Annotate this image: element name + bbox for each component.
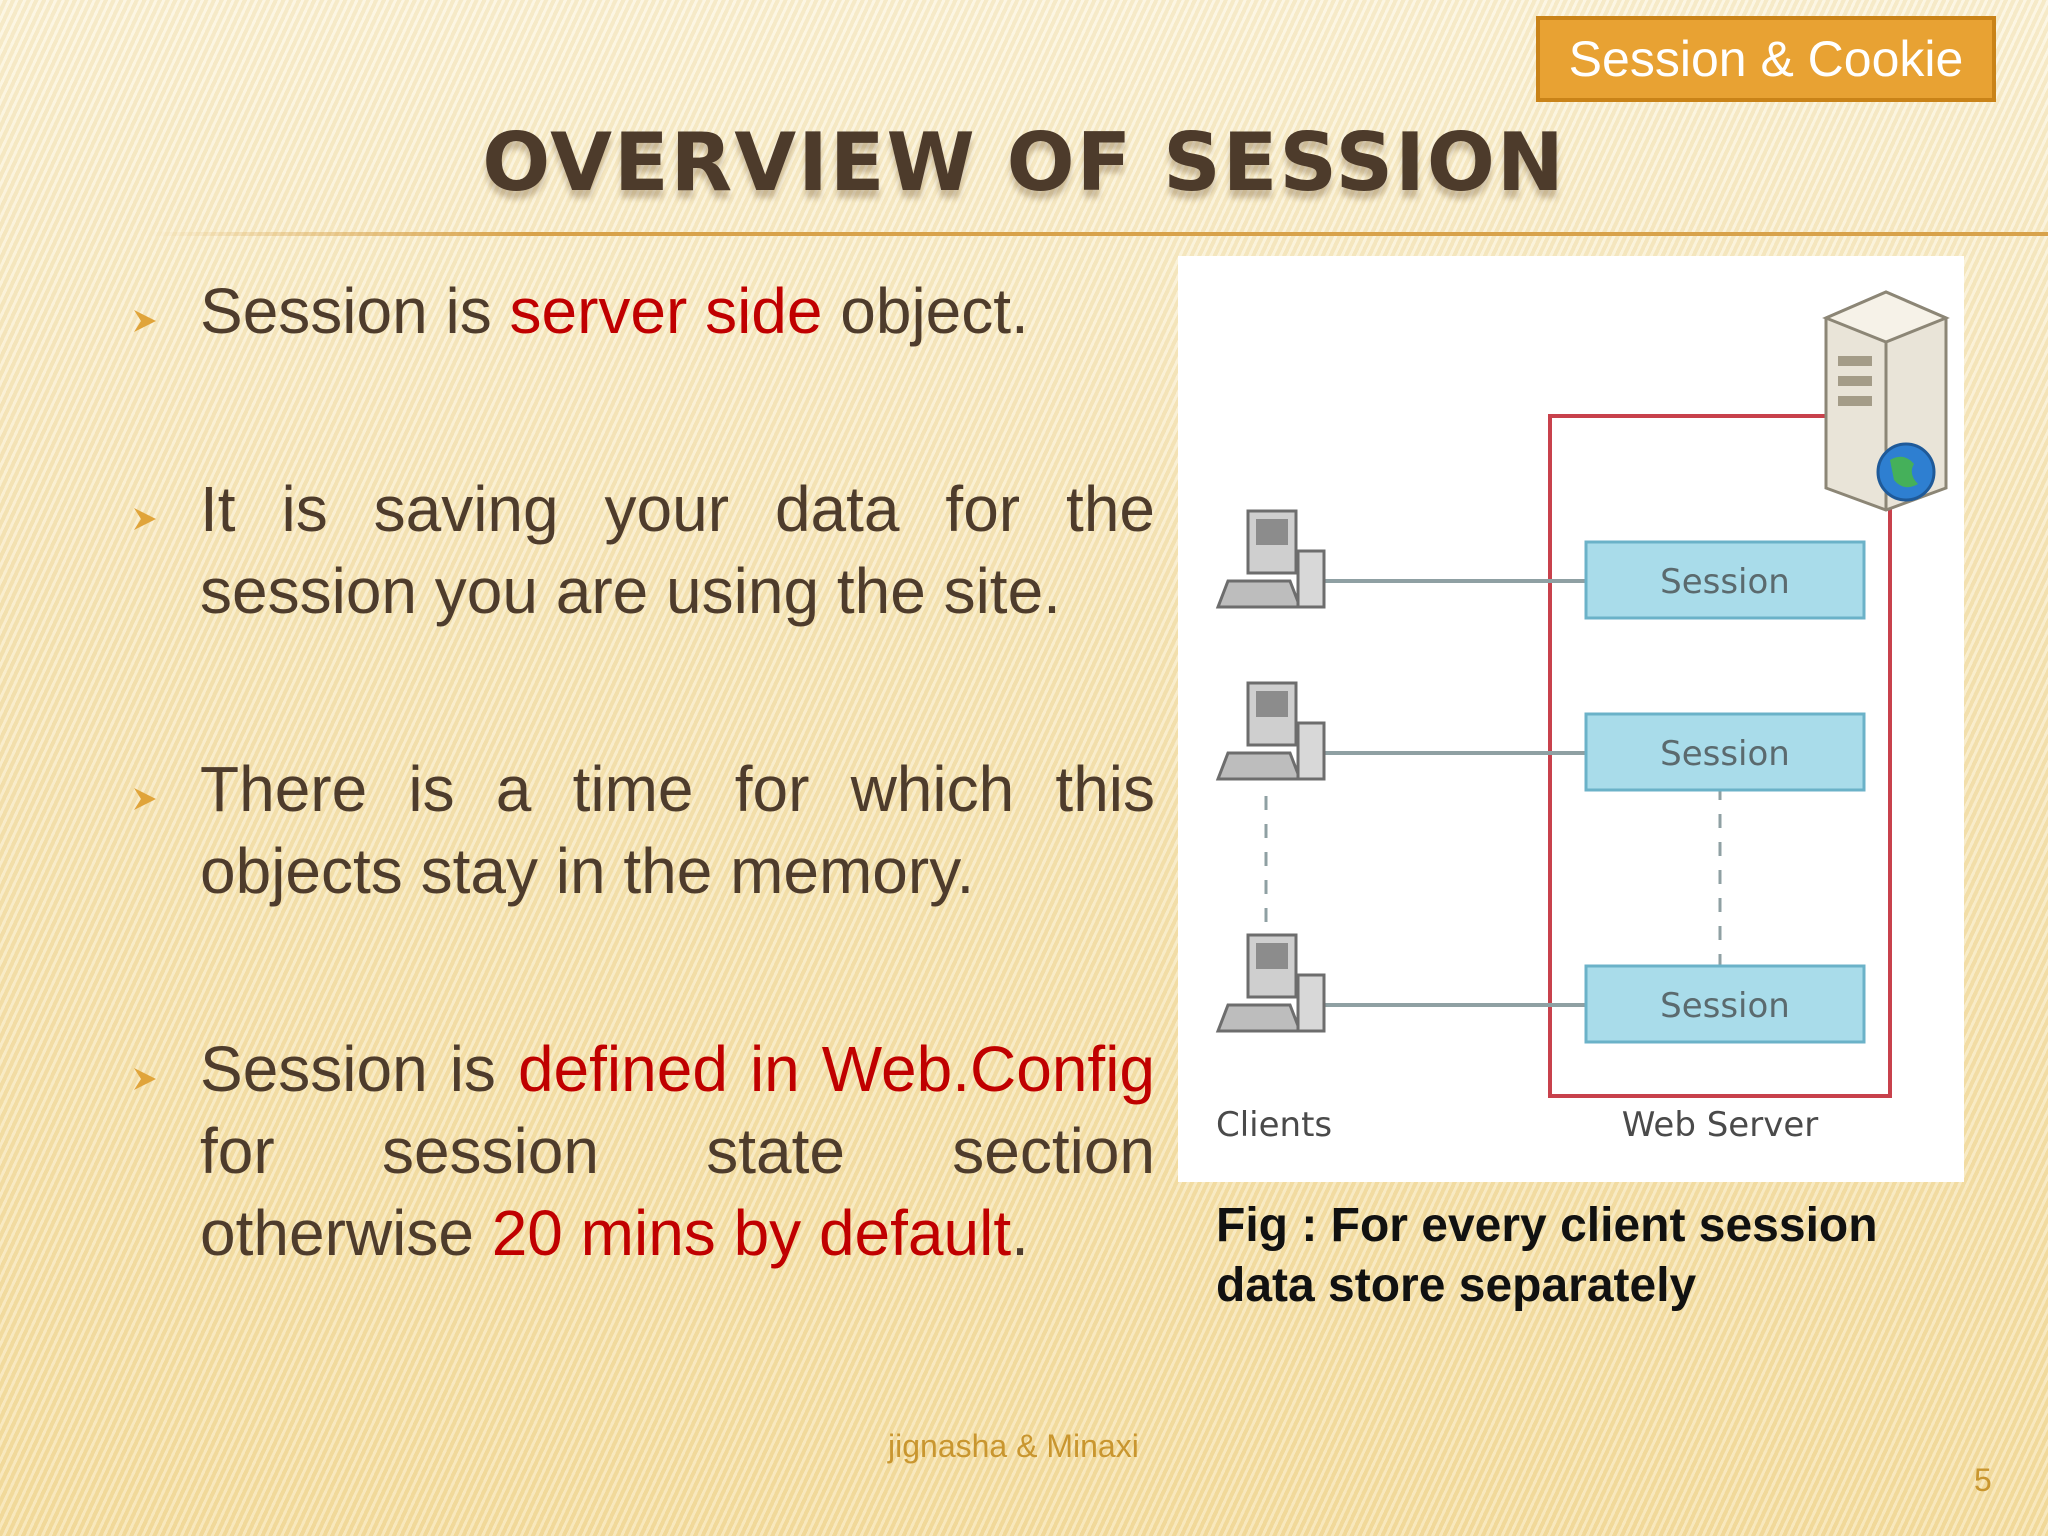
bullet-text-segment: . bbox=[1011, 1197, 1029, 1269]
bullet-text-segment: object. bbox=[822, 275, 1029, 347]
session-box: Session bbox=[1584, 712, 1866, 792]
desktop-computer-icon bbox=[1215, 933, 1326, 1033]
desktop-computer-icon bbox=[1215, 509, 1326, 609]
title-divider bbox=[150, 232, 2048, 236]
session-box: Session bbox=[1584, 964, 1866, 1044]
session-diagram-svg: Session Session Session bbox=[1215, 290, 1950, 1145]
footer-authors: jignasha & Minaxi bbox=[888, 1428, 1139, 1464]
bullet-text-segment: for session state section otherwise bbox=[200, 1115, 1155, 1269]
bullet-text: It is saving your data for the session y… bbox=[200, 468, 1155, 632]
bullet-text-segment: Session is bbox=[200, 275, 510, 347]
session-label: Session bbox=[1660, 734, 1790, 774]
desktop-computer-icon bbox=[1215, 681, 1326, 781]
bullet-highlight: defined in Web.Config bbox=[517, 1033, 1155, 1105]
server-tower-globe-icon bbox=[1822, 290, 1950, 512]
session-label: Session bbox=[1660, 986, 1790, 1026]
bullet-text: Session is defined in Web.Config for ses… bbox=[200, 1028, 1155, 1274]
figure-caption: Fig : For every client session data stor… bbox=[1216, 1199, 1878, 1312]
bullet-text-segment: There is a time for which this objects s… bbox=[200, 753, 1155, 907]
bullet-highlight: 20 mins by default bbox=[491, 1197, 1012, 1269]
web-server-label: Web Server bbox=[1622, 1105, 1818, 1145]
bullet-text: There is a time for which this objects s… bbox=[200, 748, 1155, 912]
session-diagram: Session Session Session bbox=[1178, 256, 1964, 1182]
arrowhead-bullet-icon bbox=[134, 788, 156, 810]
arrowhead-bullet-icon bbox=[134, 1068, 156, 1090]
bullet-text: Session is server side object. bbox=[200, 270, 1155, 352]
topic-badge: Session & Cookie bbox=[1536, 16, 1996, 102]
session-box: Session bbox=[1584, 540, 1866, 620]
arrowhead-bullet-icon bbox=[134, 310, 156, 332]
page-number: 5 bbox=[1974, 1462, 1992, 1498]
session-label: Session bbox=[1660, 562, 1790, 602]
arrowhead-bullet-icon bbox=[134, 508, 156, 530]
clients-label: Clients bbox=[1216, 1105, 1332, 1145]
slide-title: OVERVIEW OF SESSION bbox=[482, 116, 1566, 209]
bullet-highlight: server side bbox=[509, 275, 823, 347]
web-server-boundary bbox=[1548, 414, 1892, 1098]
bullet-text-segment: Session is bbox=[200, 1033, 518, 1105]
bullet-text-segment: It is saving your data for the session y… bbox=[200, 473, 1155, 627]
